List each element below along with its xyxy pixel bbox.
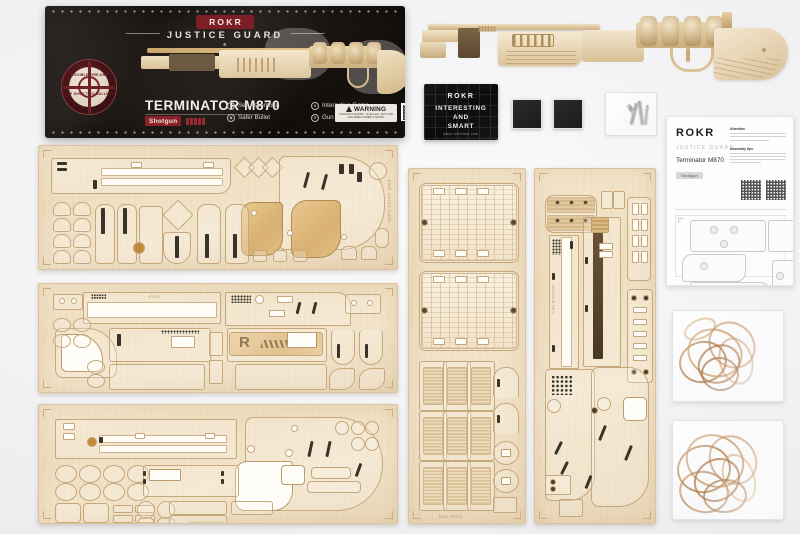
feature-item: ◆Safer Bullet [227, 112, 305, 123]
warning-triangle-icon [345, 106, 352, 112]
manual-notes: Attention Assembly tips [730, 127, 786, 166]
box-category-row: Shotgun [145, 116, 205, 126]
sheet-c-engraving: TERMINATOR M870 [189, 521, 225, 524]
box-title-divider [145, 114, 263, 115]
qr-code-icon[interactable] [766, 180, 786, 200]
qr-code-icon[interactable] [401, 103, 405, 121]
manual-section-1-heading: Attention [730, 127, 745, 131]
plywood-sheet-a[interactable]: ROKR JUSTICE GUARD [38, 145, 398, 270]
manual-series: JUSTICE GUARD [676, 145, 735, 151]
model-shell [662, 16, 679, 46]
sheet-e-engraving: SHOTGUN M870 [551, 285, 555, 315]
model-grip-ribs [506, 48, 576, 64]
model-muzzle-block [420, 42, 446, 58]
manual-qr-row[interactable] [741, 180, 786, 200]
box-series-title: JUSTICE GUARD [119, 30, 332, 46]
manual-category-badge: Shotgun [676, 172, 704, 179]
card-brand: ROKR [447, 92, 475, 100]
shell-icons [186, 117, 205, 125]
model-trigger [686, 48, 690, 62]
promo-card[interactable]: ROKR INTERESTING AND SMART www.robotime.… [424, 84, 498, 140]
check-circle-icon: ◆ [227, 113, 235, 122]
box-feature-seal: FLEXIBLE FIRE-END ONE SHOT TWO BULLETS [61, 59, 117, 115]
bag-plastic-sheen [673, 311, 783, 401]
hardware-bag[interactable] [605, 92, 657, 136]
sheet-b-engraving: ROKR [149, 295, 160, 299]
manual-header: ROKR JUSTICE GUARD Terminator M870 Shotg… [676, 127, 734, 182]
model-dark-collar [458, 28, 480, 58]
sheet-a-engraving: ROKR JUSTICE GUARD [387, 180, 391, 223]
sandpaper-square[interactable] [512, 99, 542, 129]
model-stock-pin [762, 48, 766, 52]
warning-label: WARNING CHOKING HAZARD - Small parts. NO… [335, 104, 397, 122]
model-stock [714, 28, 788, 80]
feature-item: ✓Self Assemble [227, 100, 305, 111]
assembled-model[interactable] [414, 4, 796, 86]
rubber-band-bag-2[interactable] [672, 420, 784, 520]
qr-code-icon[interactable] [741, 180, 761, 200]
plywood-sheet-b[interactable]: ROKR R [38, 283, 398, 393]
model-shell [640, 16, 657, 46]
instruction-manual[interactable]: ROKR JUSTICE GUARD Terminator M870 Shotg… [666, 116, 794, 286]
box-gun-artwork [133, 24, 405, 96]
model-grip-vent [512, 34, 554, 47]
check-circle-icon: ⚙ [311, 113, 319, 122]
vent-hole-pattern [551, 375, 573, 395]
bag-plastic-sheen [673, 421, 783, 519]
plywood-sheet-d[interactable]: M870 PARTS [408, 168, 526, 524]
plywood-sheet-e[interactable]: SHOTGUN M870 [534, 168, 656, 524]
model-barrel [428, 24, 600, 30]
box-category-badge: Shotgun [145, 116, 182, 126]
seal-line-2: ONE SHOT TWO BULLETS [64, 92, 114, 96]
model-vent-holes [478, 26, 496, 32]
manual-exploded-diagram [675, 215, 793, 285]
plywood-sheet-c[interactable]: TERMINATOR M870 [38, 404, 398, 524]
model-stock-layers [714, 58, 780, 78]
card-slogan: INTERESTING AND SMART [435, 104, 487, 131]
model-shell [684, 16, 701, 46]
manual-brand: ROKR [676, 127, 715, 139]
seal-line-1: FLEXIBLE FIRE-END [69, 73, 109, 77]
model-hammer [722, 12, 732, 28]
manual-product-name: Terminator M870 [676, 157, 724, 164]
card-website: www.robotime.com [443, 132, 479, 136]
box-product-name: TERMINATOR M870 [145, 98, 281, 113]
box-brand-logo: ROKR [196, 15, 254, 29]
card-circuit-pattern [424, 84, 498, 140]
manual-section-2-heading: Assembly tips [730, 146, 753, 151]
rubber-band-bag-1[interactable] [672, 310, 784, 402]
r-logo-engraving: R [239, 334, 250, 351]
model-front-sight [422, 30, 460, 42]
check-circle-icon: ★ [311, 101, 319, 110]
model-receiver [582, 30, 644, 62]
check-circle-icon: ✓ [227, 101, 235, 110]
model-trigger-guard [670, 48, 714, 72]
sandpaper-square[interactable] [553, 99, 583, 129]
sheet-d-engraving: M870 PARTS [439, 515, 463, 519]
retail-box[interactable]: ROKR JUSTICE GUARD FLEX [45, 6, 405, 138]
